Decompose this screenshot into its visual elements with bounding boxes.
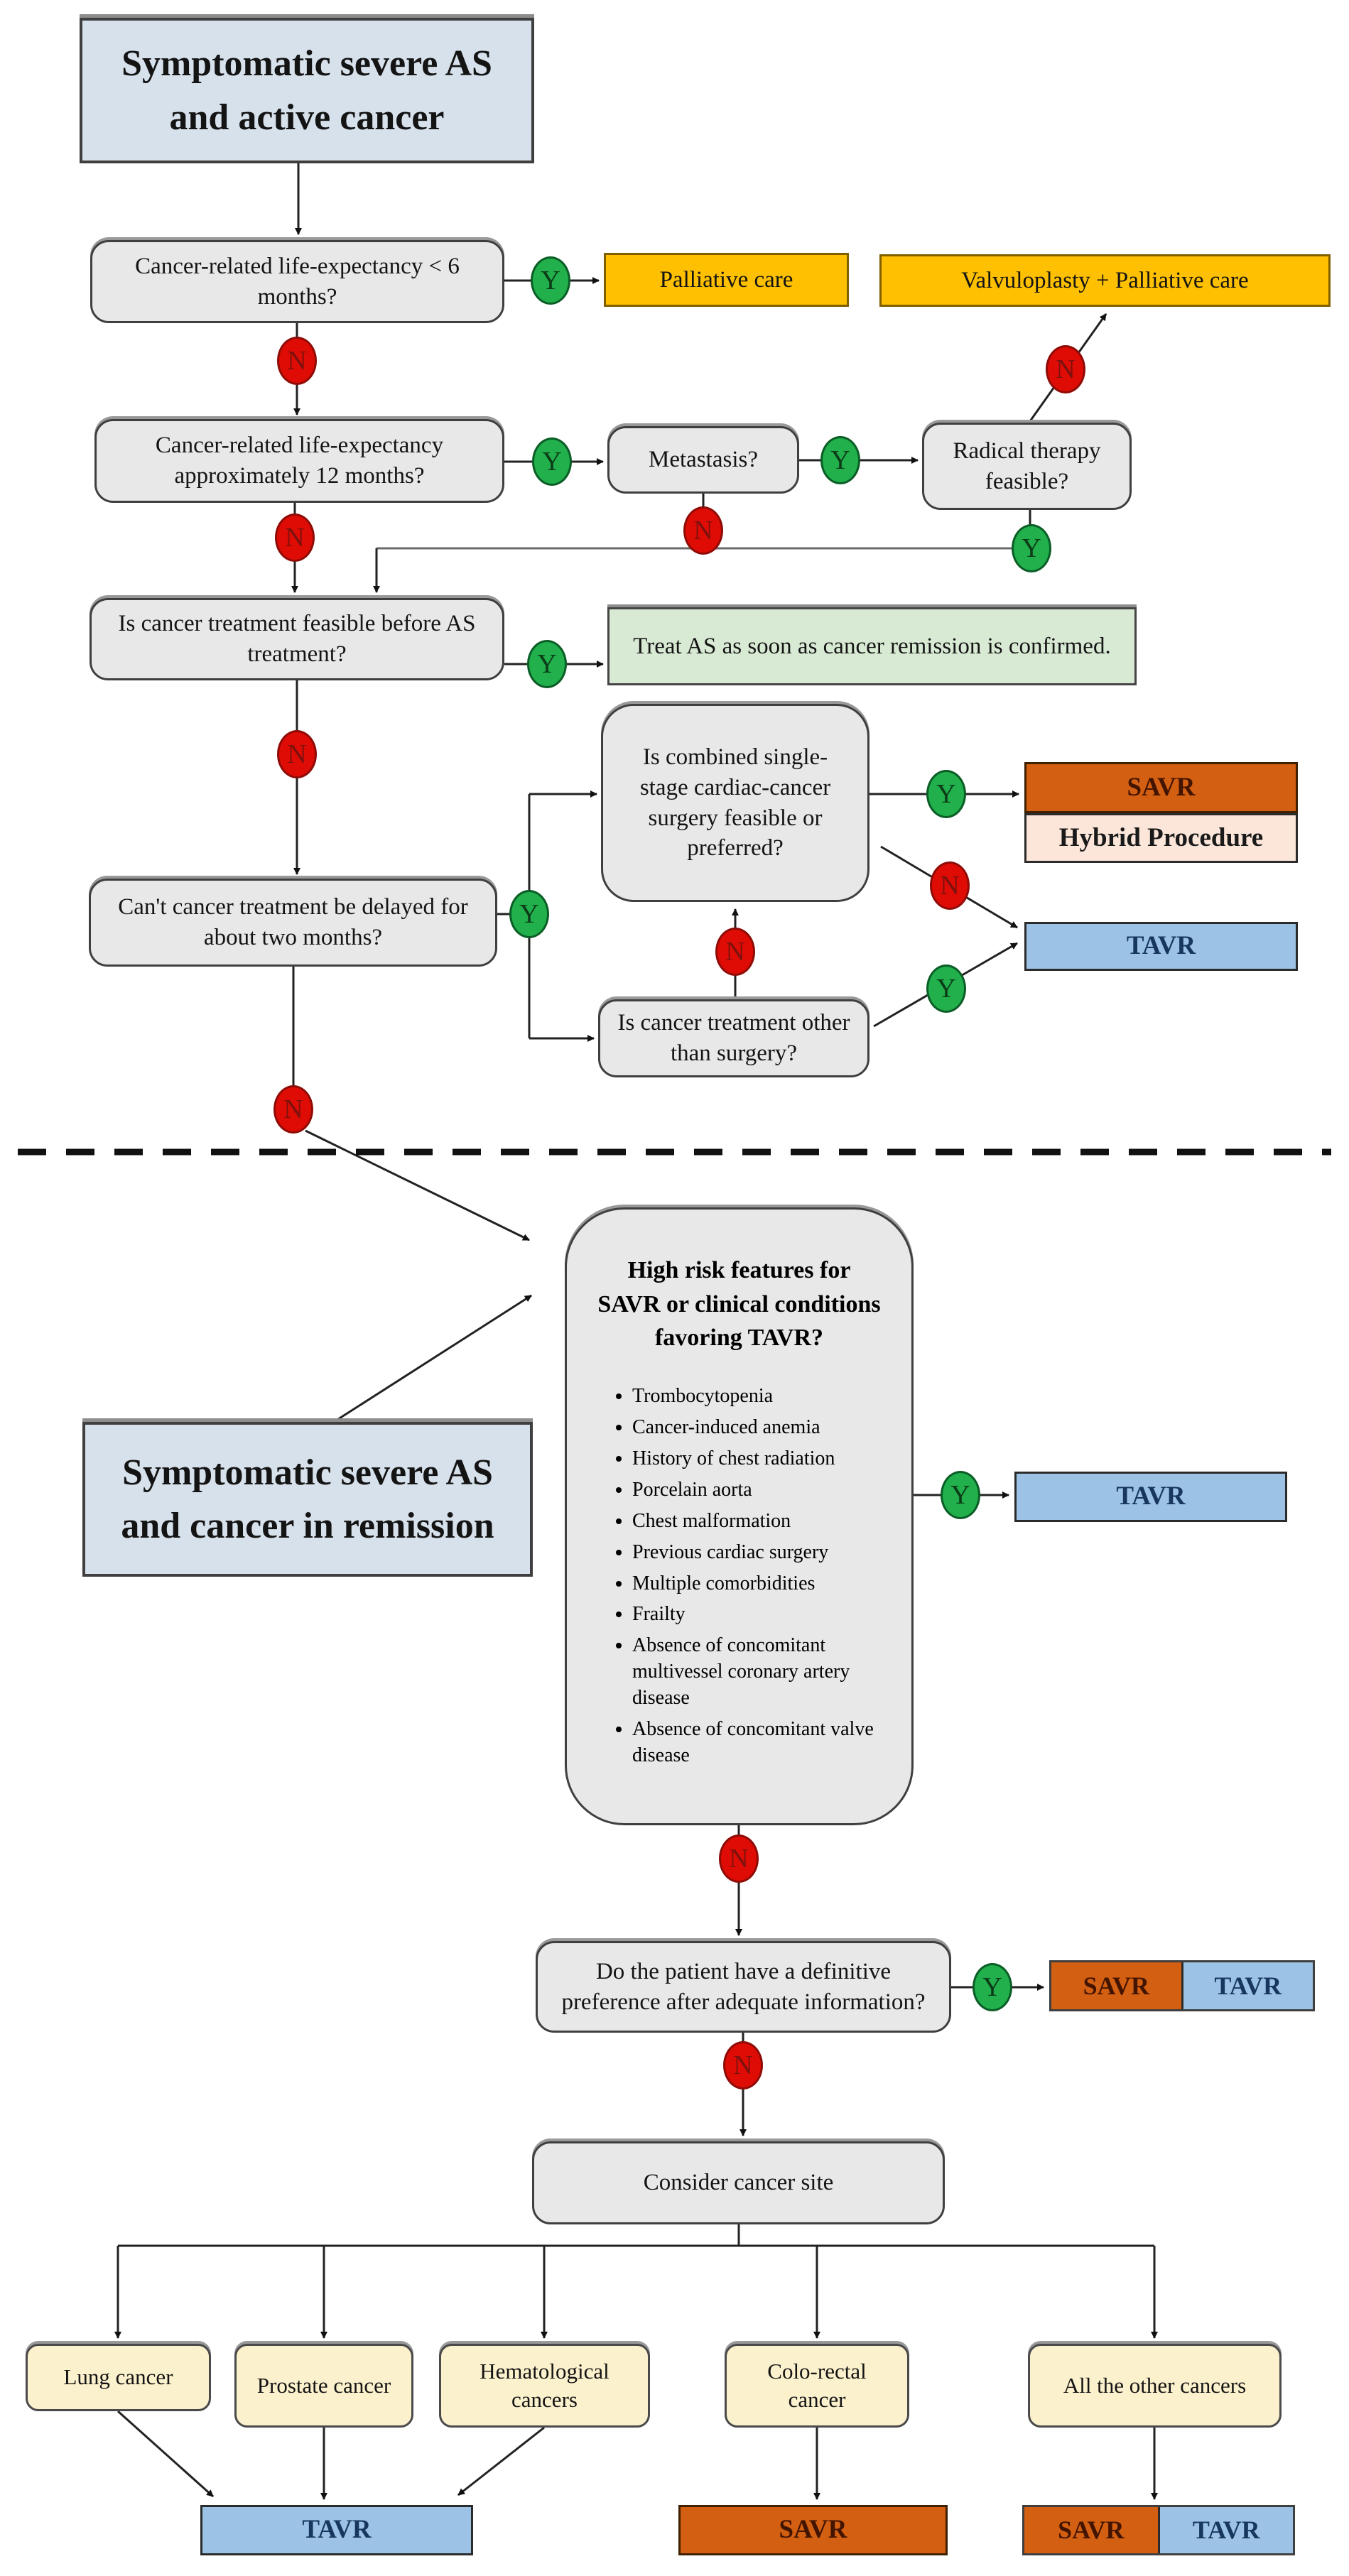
outcome-palliative-care: Palliative care xyxy=(604,253,849,307)
outcome-tavr-top: TAVR xyxy=(1024,922,1298,971)
outcome-savr-or-tavr-preference: SAVR TAVR xyxy=(1049,1960,1315,2011)
high-risk-item: Absence of concomitant multivessel coron… xyxy=(632,1633,890,1712)
outcome-tavr-bottom: TAVR xyxy=(200,2505,473,2555)
yes-badge: Y xyxy=(941,1471,980,1519)
high-risk-list: Trombocytopenia Cancer-induced anemia Hi… xyxy=(567,1384,890,1769)
start-cancer-remission-box: Symptomatic severe AS and cancer in remi… xyxy=(82,1422,533,1577)
outcome-tavr-remission: TAVR xyxy=(1014,1472,1287,1522)
yes-badge: Y xyxy=(973,1963,1012,2011)
question-treatment-other-than-surgery: Is cancer treatment other than surgery? xyxy=(598,999,869,1077)
outcome-tavr-half: TAVR xyxy=(1183,1962,1313,2009)
outcome-savr-half: SAVR xyxy=(1024,2507,1160,2553)
start-active-cancer-box: Symptomatic severe AS and active cancer xyxy=(80,18,534,163)
site-all-other-cancers: All the other cancers xyxy=(1028,2344,1282,2428)
high-risk-item: Absence of concomitant valve disease xyxy=(632,1717,890,1769)
no-badge: N xyxy=(1046,345,1085,393)
high-risk-item: Cancer-induced anemia xyxy=(632,1415,890,1441)
high-risk-item: Porcelain aorta xyxy=(632,1477,890,1504)
yes-badge: Y xyxy=(527,640,567,688)
outcome-savr-top: SAVR xyxy=(1024,762,1298,813)
question-life-expectancy-6-months: Cancer-related life-expectancy < 6 month… xyxy=(90,240,504,323)
question-metastasis: Metastasis? xyxy=(607,426,799,494)
yes-badge: Y xyxy=(820,436,860,484)
site-lung-cancer: Lung cancer xyxy=(26,2344,211,2411)
yes-badge: Y xyxy=(509,890,549,938)
yes-badge: Y xyxy=(531,256,570,305)
outcome-savr-or-tavr-bottom: SAVR TAVR xyxy=(1022,2505,1295,2555)
consider-cancer-site-box: Consider cancer site xyxy=(532,2141,945,2224)
question-patient-preference: Do the patient have a definitive prefere… xyxy=(536,1941,951,2033)
outcome-treat-as-after-remission: Treat AS as soon as cancer remission is … xyxy=(607,607,1137,685)
high-risk-item: Previous cardiac surgery xyxy=(632,1540,890,1566)
question-cancer-treatment-before-as: Is cancer treatment feasible before AS t… xyxy=(90,598,504,680)
outcome-hybrid-procedure: Hybrid Procedure xyxy=(1024,813,1298,863)
site-hematological-cancers: Hematological cancers xyxy=(439,2344,650,2428)
question-combined-single-stage-surgery: Is combined single-stage cardiac-cancer … xyxy=(601,704,869,902)
high-risk-item: Chest malformation xyxy=(632,1509,890,1535)
question-radical-therapy-feasible: Radical therapy feasible? xyxy=(922,423,1132,510)
question-life-expectancy-12-months: Cancer-related life-expectancy approxima… xyxy=(94,419,504,503)
no-badge: N xyxy=(683,506,723,555)
site-prostate-cancer: Prostate cancer xyxy=(234,2344,413,2428)
yes-badge: Y xyxy=(1012,524,1051,572)
no-badge: N xyxy=(719,1835,759,1883)
high-risk-title: High risk features for SAVR or clinical … xyxy=(597,1257,881,1352)
yes-badge: Y xyxy=(926,770,966,818)
high-risk-item: Trombocytopenia xyxy=(632,1384,890,1410)
outcome-valvuloplasty-palliative-care: Valvuloplasty + Palliative care xyxy=(879,254,1331,307)
question-delay-two-months: Can't cancer treatment be delayed for ab… xyxy=(89,879,497,967)
outcome-tavr-half: TAVR xyxy=(1159,2507,1293,2553)
high-risk-item: History of chest radiation xyxy=(632,1446,890,1472)
high-risk-item: Frailty xyxy=(632,1602,890,1628)
high-risk-features-box: High risk features for SAVR or clinical … xyxy=(565,1207,914,1825)
high-risk-item: Multiple comorbidities xyxy=(632,1571,890,1597)
yes-badge: Y xyxy=(532,438,572,486)
no-badge: N xyxy=(930,862,970,910)
yes-badge: Y xyxy=(926,964,966,1013)
no-badge: N xyxy=(723,2041,763,2089)
site-colorectal-cancer: Colo-rectal cancer xyxy=(725,2344,909,2428)
no-badge: N xyxy=(277,337,317,385)
no-badge: N xyxy=(273,1085,313,1134)
no-badge: N xyxy=(277,730,317,778)
outcome-savr-bottom: SAVR xyxy=(678,2505,948,2555)
outcome-savr-half: SAVR xyxy=(1051,1962,1183,2009)
no-badge: N xyxy=(275,513,315,562)
no-badge: N xyxy=(715,928,755,976)
